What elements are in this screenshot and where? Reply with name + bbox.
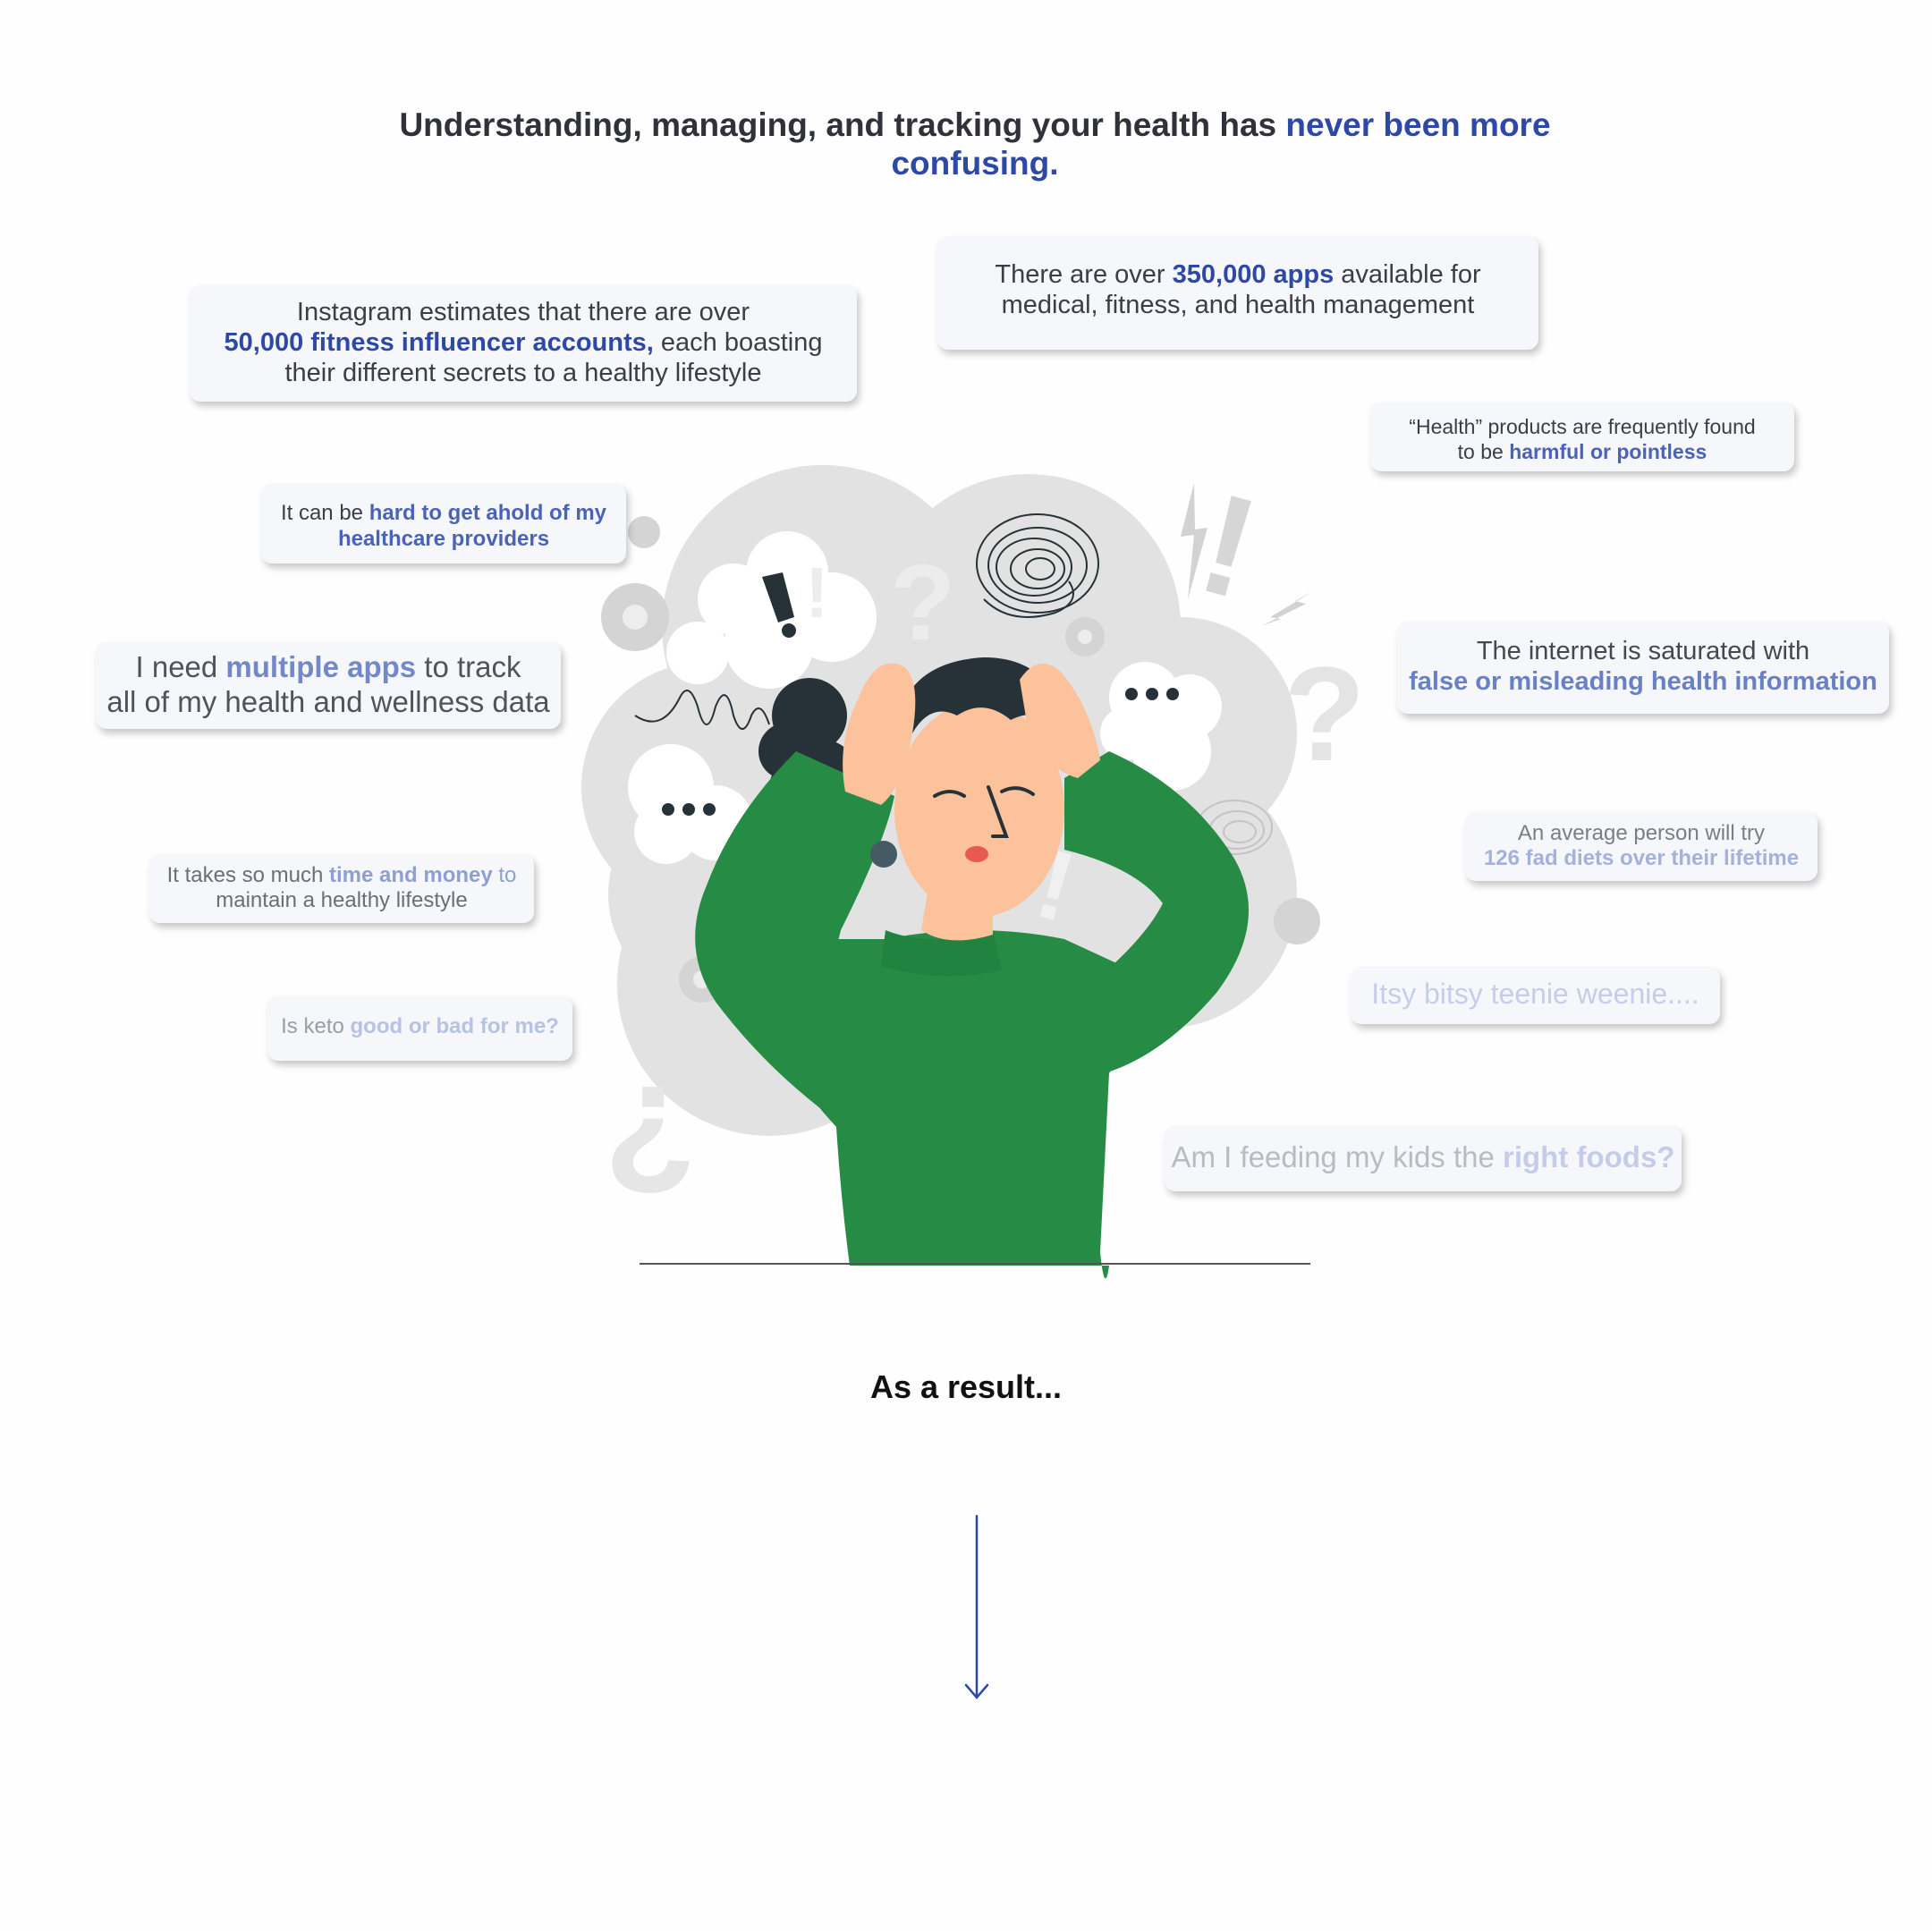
providers-line1: It can be hard to get ahold of my [261, 500, 626, 526]
products-line1: “Health” products are frequently found [1409, 415, 1756, 438]
apps-post: available for [1334, 260, 1481, 289]
providers-highlight1: hard to get ahold of my [369, 501, 607, 525]
bubble-time-money: It takes so much time and money to maint… [149, 854, 534, 923]
instagram-line3: their different secrets to a healthy lif… [284, 359, 762, 387]
bubble-products: “Health” products are frequently found t… [1370, 402, 1794, 471]
itsy-text: Itsy bitsy teenie weenie.... [1371, 978, 1699, 1010]
bubble-keto: Is keto good or bad for me? [267, 996, 572, 1061]
headline-text: Understanding, managing, and tracking yo… [399, 106, 1286, 143]
right-arm [1064, 751, 1249, 1073]
down-arrow-icon [964, 1514, 989, 1699]
face [894, 702, 1064, 917]
apps-line2: medical, fitness, and health management [1001, 291, 1475, 319]
bubble-instagram: Instagram estimates that there are over … [190, 285, 857, 402]
internet-line1: The internet is saturated with [1476, 637, 1810, 665]
apps-line1: There are over 350,000 apps available fo… [937, 259, 1538, 290]
svg-text:¿: ¿ [604, 1030, 697, 1200]
bubble-internet: The internet is saturated with false or … [1397, 622, 1889, 714]
bubble-providers: It can be hard to get ahold of my health… [261, 484, 626, 563]
time-money-line2: maintain a healthy lifestyle [216, 888, 468, 912]
page-headline: Understanding, managing, and tracking yo… [358, 106, 1592, 182]
instagram-line2-rest: each boasting [653, 328, 823, 357]
time-money-line1: It takes so much time and money to [149, 863, 534, 888]
instagram-line1: Instagram estimates that there are over [296, 298, 750, 326]
keto-highlight: good or bad for me? [350, 1014, 559, 1038]
time-money-post: to [492, 863, 517, 887]
providers-pre: It can be [280, 501, 369, 525]
multiple-apps-line1: I need multiple apps to track [96, 649, 561, 684]
bubble-fad-diets: An average person will try 126 fad diets… [1465, 812, 1818, 881]
instagram-highlight: 50,000 fitness influencer accounts, [224, 328, 654, 357]
svg-text:?: ? [890, 543, 955, 663]
products-highlight: harmful or pointless [1509, 440, 1707, 463]
apps-pre: There are over [995, 260, 1173, 289]
keto-pre: Is keto [281, 1014, 351, 1038]
kids-highlight: right foods? [1503, 1140, 1675, 1173]
bubble-kids: Am I feeding my kids the right foods? [1165, 1126, 1682, 1191]
products-pre: to be [1457, 440, 1510, 463]
instagram-line2: 50,000 fitness influencer accounts, each… [190, 327, 857, 358]
sweater [764, 930, 1131, 1279]
multiple-apps-pre: I need [135, 650, 226, 683]
scribble-icon [634, 513, 1099, 730]
apps-highlight: 350,000 apps [1172, 260, 1335, 289]
ellipsis-icon [662, 688, 1179, 816]
multiple-apps-post: to track [416, 650, 521, 683]
svg-text:?: ? [1284, 639, 1366, 789]
bubble-apps: There are over 350,000 apps available fo… [937, 236, 1538, 350]
time-money-highlight: time and money [329, 863, 493, 887]
bubble-multiple-apps: I need multiple apps to track all of my … [96, 642, 561, 729]
fad-diets-highlight: 126 fad diets over their lifetime [1483, 846, 1800, 870]
providers-line2: healthcare providers [337, 527, 550, 551]
result-heading: As a result... [869, 1368, 1063, 1405]
sweater-collar [881, 930, 1002, 977]
face-features [933, 785, 1035, 838]
headline-highlight: never been more confusing. [891, 106, 1551, 182]
mouth [965, 846, 988, 862]
question-mark-icon: ? ? ¿ [604, 543, 1366, 1200]
left-arm [695, 751, 894, 1127]
left-hand [843, 663, 916, 805]
kids-pre: Am I feeding my kids the [1171, 1140, 1504, 1173]
lightning-icon [1181, 483, 1315, 626]
svg-text:!: ! [805, 553, 829, 632]
time-money-pre: It takes so much [166, 863, 329, 887]
hair-front [894, 657, 1064, 733]
bubble-itsy: Itsy bitsy teenie weenie.... [1351, 967, 1720, 1024]
fad-diets-line1: An average person will try [1517, 821, 1766, 845]
products-line2: to be harmful or pointless [1370, 439, 1794, 464]
right-hand [1020, 664, 1100, 778]
earring [870, 841, 897, 868]
internet-highlight: false or misleading health information [1409, 667, 1877, 696]
multiple-apps-highlight: multiple apps [225, 650, 417, 683]
multiple-apps-line2: all of my health and wellness data [106, 685, 550, 718]
